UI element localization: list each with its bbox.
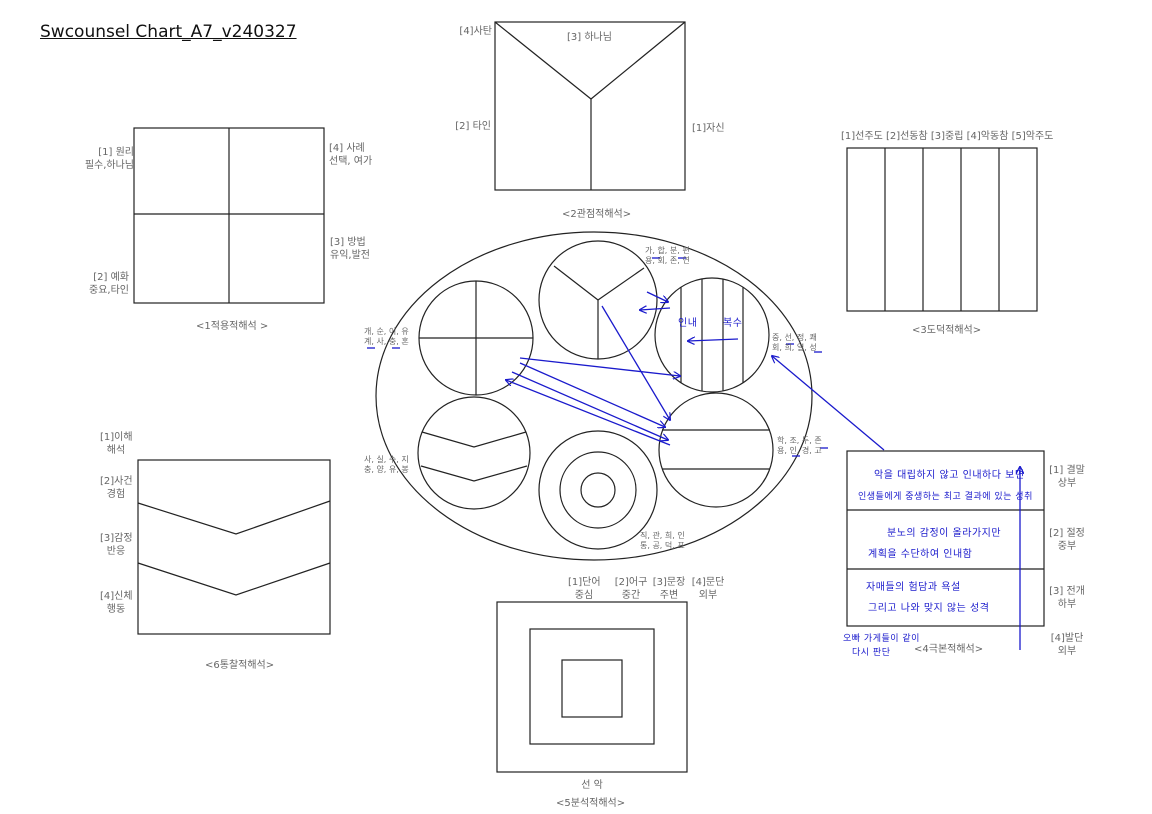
circle-columns-note-left: 인내 (678, 318, 698, 329)
chart4-note-5: 자매들의 험담과 욕설 (866, 582, 961, 593)
chart3-header: [1]선주도 [2]선동참 [3]중립 [4]악동참 [5]악주도 (841, 131, 1054, 142)
page-title: Swcounsel Chart_A7_v240327 (40, 22, 297, 42)
chart4-note-6: 그리고 나와 맞지 않는 성격 (868, 603, 990, 614)
chart4-note-3: 분노의 감정이 올라가지만 (887, 528, 1002, 539)
circle-triangle (538, 240, 658, 360)
chart6-caption: <6통찰적해석> (205, 660, 275, 671)
chart4-table (846, 450, 1045, 627)
circle-bands (658, 392, 774, 508)
chart2-label-others: [2] 타인 (455, 121, 491, 132)
chart4-note-1: 악을 대립하지 않고 인내하다 보면 (874, 470, 1025, 481)
circle-columns-note-right: 복수 (723, 318, 743, 329)
chart5-nested-squares (496, 601, 688, 773)
chart3-columns (846, 147, 1038, 312)
annotation-arrows (506, 291, 1020, 650)
chart4-note-7: 오빠 가게들이 같이 (843, 634, 920, 644)
annotation-underlines (367, 257, 828, 457)
chart2-caption: <2관점적해석> (562, 209, 632, 220)
circle-concentric (538, 430, 658, 550)
circle-columns (654, 277, 770, 393)
chart5-caption: <5분석적해석> (556, 798, 626, 809)
chart3-caption: <3도덕적해석> (912, 325, 982, 336)
circle-chevron (417, 396, 531, 510)
circle-quadrant (418, 280, 534, 396)
center-ellipse (375, 231, 813, 561)
chart2-label-god: [3] 하나님 (567, 32, 612, 43)
chart2-label-satan: [4]사탄 (459, 26, 492, 37)
chart1-caption: <1적용적해석 > (196, 321, 269, 332)
chart5-bottom-label: 선 악 (581, 780, 603, 791)
chart6-chevrons (137, 459, 331, 635)
chart4-caption: <4극본적해석> (914, 644, 984, 655)
chart1-grid (133, 127, 325, 304)
chart4-note-8: 다시 판단 (852, 648, 891, 658)
chart4-note-2: 인생들에게 중생하는 최고 결과에 있는 성취 (858, 492, 1033, 502)
chart4-note-4: 계획을 수단하여 인내함 (868, 549, 973, 560)
chart2-triangle (494, 21, 686, 191)
chart2-label-self: [1]자신 (692, 123, 725, 134)
